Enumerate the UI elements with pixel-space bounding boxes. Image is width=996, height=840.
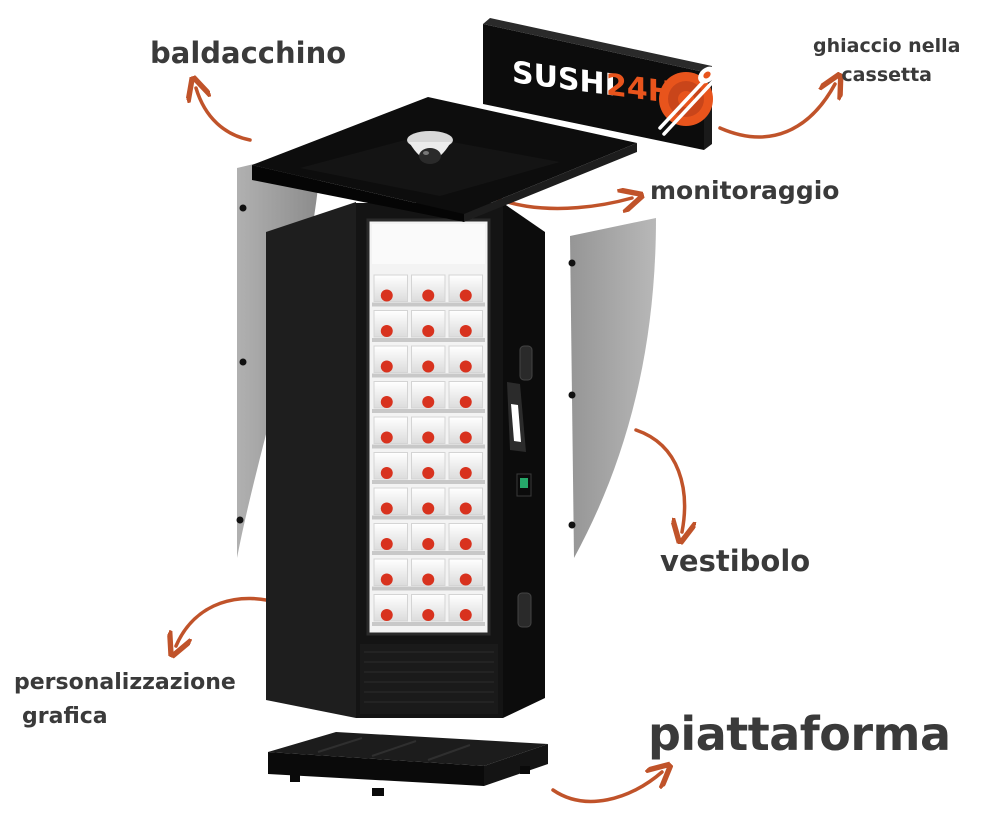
shelf-rail [372, 515, 485, 520]
brand-sign: SUSHI 24H [483, 18, 722, 150]
sushi-piece [380, 573, 393, 586]
sushi-piece [422, 502, 435, 515]
sushi-piece [422, 396, 435, 408]
sushi-piece [459, 609, 472, 621]
sushi-piece [459, 396, 472, 408]
sushi-piece [459, 502, 472, 515]
shelf-rail [372, 444, 485, 449]
shelf-rail [372, 622, 485, 626]
right-glass-panel [568, 218, 656, 558]
sushi-chopsticks-icon [658, 64, 722, 136]
sushi-cassette-box [373, 487, 408, 515]
shelf-rail [372, 409, 485, 413]
label-personalizzazione-line2: grafica [22, 704, 108, 729]
camera-dome-icon [407, 131, 453, 164]
arrow-vestibolo [634, 428, 685, 532]
sushi-piece [422, 289, 435, 302]
label-ghiaccio-line1: ghiaccio nella [813, 35, 961, 57]
sushi-piece [380, 502, 393, 515]
label-ghiaccio-nella-cassetta: ghiaccio nella cassetta [813, 32, 960, 90]
shelf-rail [372, 373, 485, 378]
label-piattaforma: piattaforma [648, 707, 951, 761]
label-personalizzazione-line1: personalizzazione [14, 670, 236, 695]
sushi-piece [380, 325, 393, 337]
sushi-piece [422, 538, 435, 550]
sushi-piece [380, 289, 393, 302]
sushi-piece [459, 325, 472, 337]
sushi-piece [380, 538, 393, 550]
label-personalizzazione-grafica: personalizzazione grafica [14, 666, 236, 734]
arrow-baldacchino [196, 88, 252, 142]
sushi-piece [422, 325, 435, 337]
sushi-cassette-box [373, 381, 408, 409]
label-vestibolo: vestibolo [660, 544, 811, 578]
sushi-piece [380, 609, 393, 621]
sushi-piece [422, 573, 435, 586]
shelf-rail [372, 551, 485, 555]
shelf-rail [372, 480, 485, 484]
sushi-piece [459, 289, 472, 302]
arrow-ghiaccio [718, 84, 835, 139]
sushi-piece [422, 360, 435, 373]
arrow-piattaforma [551, 772, 662, 804]
sushi-piece [459, 467, 472, 479]
sushi-cassette-box [411, 274, 446, 302]
sushi-piece [459, 538, 472, 550]
canopy [252, 97, 637, 222]
sushi-piece [422, 431, 435, 444]
sushi-piece [380, 360, 393, 373]
sushi-piece [422, 609, 435, 621]
sushi-cassette-box [448, 416, 483, 444]
sushi-piece [459, 573, 472, 586]
sushi-piece [459, 431, 472, 444]
sushi-piece [380, 431, 393, 444]
shelf-rail [372, 302, 485, 307]
sushi-piece [422, 467, 435, 479]
platform-base [268, 732, 548, 796]
shelf-rail [372, 586, 485, 591]
cassette-shelves [372, 274, 485, 626]
sushi-piece [459, 360, 472, 373]
label-monitoraggio: monitoraggio [650, 176, 840, 205]
sushi-cassette-box [373, 558, 408, 586]
label-ghiaccio-line2: cassetta [841, 64, 932, 86]
label-baldacchino: baldacchino [150, 36, 347, 70]
sushi-piece [380, 396, 393, 408]
sushi-cassette-box [373, 594, 408, 622]
sushi-piece [380, 467, 393, 479]
shelf-rail [372, 338, 485, 342]
